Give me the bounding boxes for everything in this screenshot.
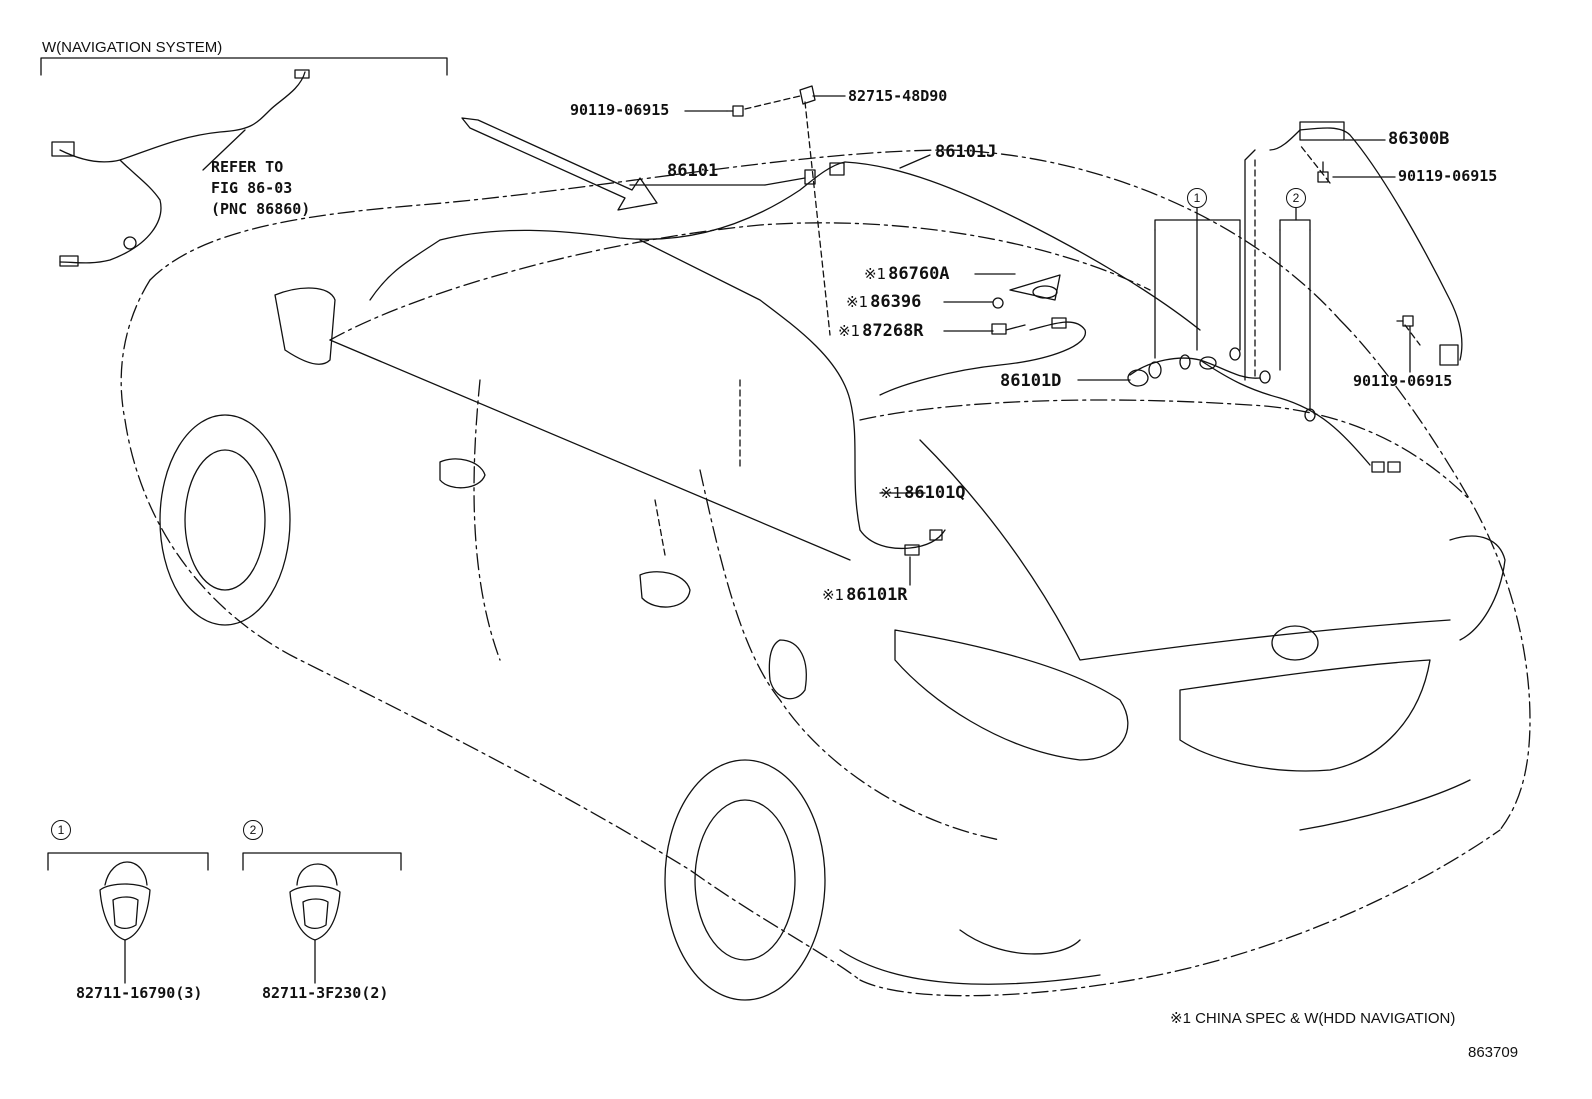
direction-arrow [462, 118, 657, 210]
leader-lines-dashed [655, 96, 1420, 555]
vehicle-details [160, 288, 1505, 1000]
figure-number: 863709 [1468, 1044, 1519, 1061]
spec-mark: ※1 [880, 484, 903, 502]
amplifier-harness [1245, 122, 1462, 380]
clamp-2-detail [243, 853, 401, 983]
label-antenna-part: 86760A [888, 264, 950, 284]
label-harness-r-part: 86101R [846, 585, 908, 605]
label-harness-d: 86101D [1000, 371, 1062, 391]
harness-86101j [845, 162, 1200, 330]
callout-1-legend: 1 [51, 820, 71, 840]
label-connector-part: 87268R [862, 321, 924, 341]
clamp-1-detail [48, 853, 208, 983]
refer-line-3: (PNC 86860) [211, 200, 311, 218]
bracket-icon [800, 86, 815, 104]
callout-bracket-2 [1280, 208, 1310, 410]
label-bracket: 82715-48D90 [848, 87, 948, 105]
antenna-group [880, 275, 1085, 395]
callout-bracket-1 [1155, 208, 1240, 358]
label-pad-part: 86396 [870, 292, 922, 312]
label-harness-roof: 86101 [667, 161, 719, 181]
harness-86101d [1128, 348, 1400, 472]
label-bolt-rear: 90119-06915 [1353, 372, 1453, 390]
section-title: W(NAVIGATION SYSTEM) [42, 39, 223, 56]
refer-line-1: REFER TO [211, 158, 284, 176]
callout-2-legend: 2 [243, 820, 263, 840]
harness-86101q [860, 530, 945, 555]
spec-mark: ※1 [838, 322, 861, 340]
spec-mark: ※1 [822, 586, 845, 604]
footer-note: ※1 CHINA SPEC & W(HDD NAVIGATION) [1170, 1010, 1456, 1027]
callout-1: 1 [1187, 188, 1207, 208]
navigation-harness [52, 70, 309, 266]
spec-mark: ※1 [864, 265, 887, 283]
refer-line-2: FIG 86-03 [211, 179, 293, 197]
label-clamp-1: 82711-16790(3) [76, 984, 203, 1002]
label-clamp-2: 82711-3F230(2) [262, 984, 389, 1002]
roof-harness [370, 162, 860, 530]
callout-2: 2 [1286, 188, 1306, 208]
bolt-icons [727, 106, 1413, 326]
leader-lines [630, 96, 1410, 585]
label-bolt-top: 90119-06915 [570, 101, 670, 119]
vehicle-body [121, 150, 1530, 996]
label-bolt-amp: 90119-06915 [1398, 167, 1498, 185]
label-amp: 86300B [1388, 129, 1450, 149]
spec-mark: ※1 [846, 293, 869, 311]
section-bracket [41, 58, 447, 75]
label-harness-q-part: 86101Q [904, 483, 966, 503]
label-harness-j: 86101J [935, 142, 997, 162]
